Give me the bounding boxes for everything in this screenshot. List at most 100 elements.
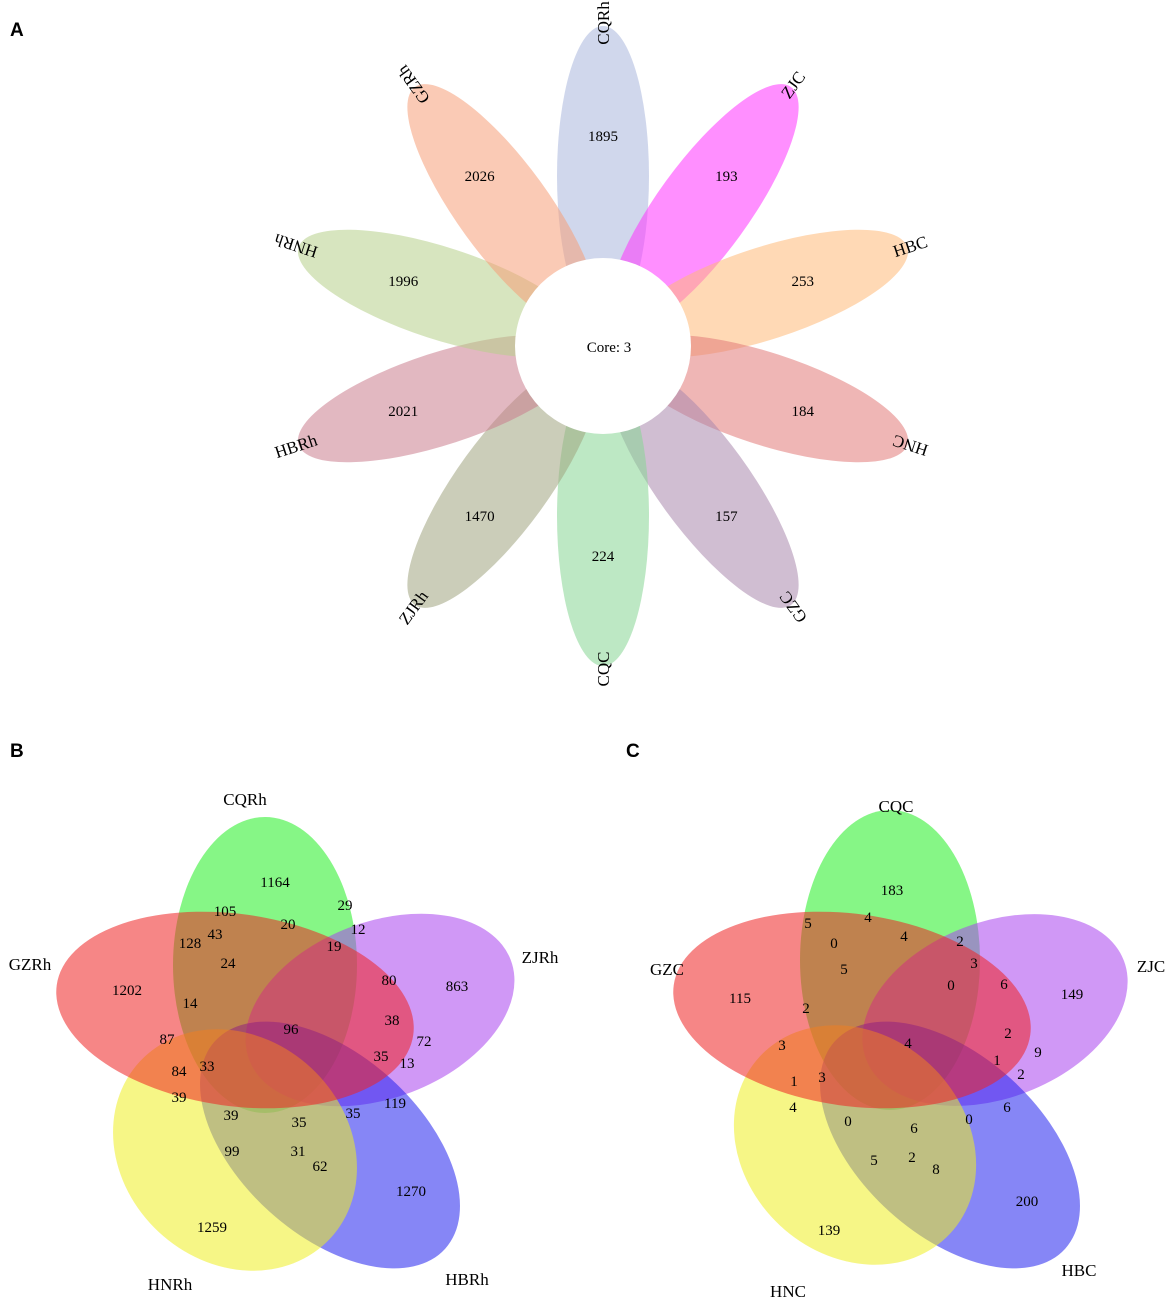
venn-b-count: 35 [346,1106,361,1122]
venn-c-label-hnc: HNC [770,1282,806,1301]
venn-b-count: 105 [214,904,237,920]
core-circle [515,258,691,434]
venn-c-count: 149 [1061,987,1084,1003]
venn-c-count: 4 [900,929,908,945]
petal-count-zjc: 193 [715,169,738,185]
petal-zjc [607,84,799,333]
venn-c-count: 5 [870,1153,878,1169]
venn-c-count: 4 [789,1100,797,1116]
flower-petals [297,26,909,666]
venn-c-ellipses [673,810,1128,1269]
petal-hbc [621,229,909,358]
venn-b-count: 35 [374,1049,389,1065]
venn-c-label-zjc: ZJC [1137,957,1165,976]
venn-c-count: 6 [1000,977,1008,993]
petal-count-cqrh: 1895 [588,129,618,145]
venn-c-count: 2 [956,934,964,950]
petal-label-cqc: CQC [594,652,613,687]
venn-b-count: 43 [208,927,223,943]
venn-b-label-hnrh: HNRh [148,1275,193,1294]
venn-c-count: 0 [844,1114,852,1130]
petal-zjrh [407,359,599,608]
venn-b-count: 84 [172,1064,188,1080]
venn-b-count: 87 [160,1032,176,1048]
petal-label-hnrh: HNRh [271,230,320,262]
panel-a-letter: A [10,20,24,41]
venn-b-count: 33 [200,1059,215,1075]
venn-c-count: 1 [790,1074,798,1090]
venn-c-count: 2 [1004,1026,1012,1042]
petal-count-gzrh: 2026 [465,169,496,185]
venn-b-count: 80 [382,973,397,989]
panel-b-letter: B [10,741,24,762]
venn-b-count: 119 [384,1096,406,1112]
venn-c-count: 2 [802,1001,810,1017]
venn-c-count: 2 [908,1150,916,1166]
petal-count-hbc: 253 [791,274,814,290]
venn-c-count: 6 [1003,1100,1011,1116]
venn-c-count: 139 [818,1223,841,1239]
venn-c-count: 9 [1034,1045,1042,1061]
venn-c-count: 0 [965,1112,973,1128]
petal-count-cqc: 224 [592,549,615,565]
petal-hnrh [297,229,585,358]
venn-c-count: 0 [830,936,838,952]
venn-b-count: 1202 [112,983,142,999]
venn-c-set-gzc [673,911,1031,1109]
core-label: Core: 3 [587,340,632,356]
venn-b-label-zjrh: ZJRh [522,948,559,967]
venn-b-count: 29 [338,898,353,914]
venn-b-count: 1270 [396,1184,426,1200]
venn-b-count: 12 [351,922,366,938]
venn-c-count: 183 [881,883,904,899]
venn-c-count: 4 [864,910,872,926]
petal-label-gzrh: GZRh [393,61,434,107]
venn-c-count: 0 [947,978,955,994]
venn-b-count: 24 [221,956,237,972]
venn-b-count: 99 [225,1144,240,1160]
venn-b-count: 31 [291,1144,306,1160]
venn-c-count: 8 [932,1162,940,1178]
venn-b-count: 13 [400,1056,415,1072]
petal-hnc [621,334,909,463]
petal-count-hnrh: 1996 [388,274,419,290]
petal-count-hbrh: 2021 [388,404,418,420]
venn-c-count: 5 [804,916,812,932]
venn-b-set-gzrh [56,911,414,1109]
venn-b-count: 72 [417,1034,432,1050]
petal-gzrh [407,84,599,333]
venn-b-count: 39 [224,1108,239,1124]
venn-b-counts: 1164863127012591202105202912804312824193… [112,875,468,1236]
venn-c-count: 5 [840,962,848,978]
petal-label-cqrh: CQRh [594,1,613,45]
venn-b-count: 20 [281,917,296,933]
petal-gzc [607,359,799,608]
venn-b-count: 14 [183,996,199,1012]
venn-c-count: 1 [993,1053,1001,1069]
venn-b-count: 1164 [260,875,290,891]
venn-b-label-hbrh: HBRh [445,1270,489,1289]
venn-c-count: 4 [904,1036,912,1052]
venn-b-label-gzrh: GZRh [9,955,52,974]
petal-count-gzc: 157 [715,509,738,525]
venn-c-count: 3 [778,1038,786,1054]
panel-c-letter: C [626,741,640,762]
petal-hbrh [297,334,585,463]
venn-b-count: 19 [327,939,342,955]
venn-c-label-cqc: CQC [879,797,914,816]
petal-count-zjrh: 1470 [465,509,495,525]
venn-b-count: 128 [179,936,202,952]
venn-b-count: 39 [172,1090,187,1106]
venn-c-count: 2 [1017,1067,1025,1083]
venn-b-ellipses [56,817,515,1271]
venn-c-count: 115 [729,991,751,1007]
venn-c-count: 200 [1016,1194,1039,1210]
panel-a: A Core: 3 189519325318415722414702021199… [10,1,930,687]
venn-c-count: 3 [970,956,978,972]
